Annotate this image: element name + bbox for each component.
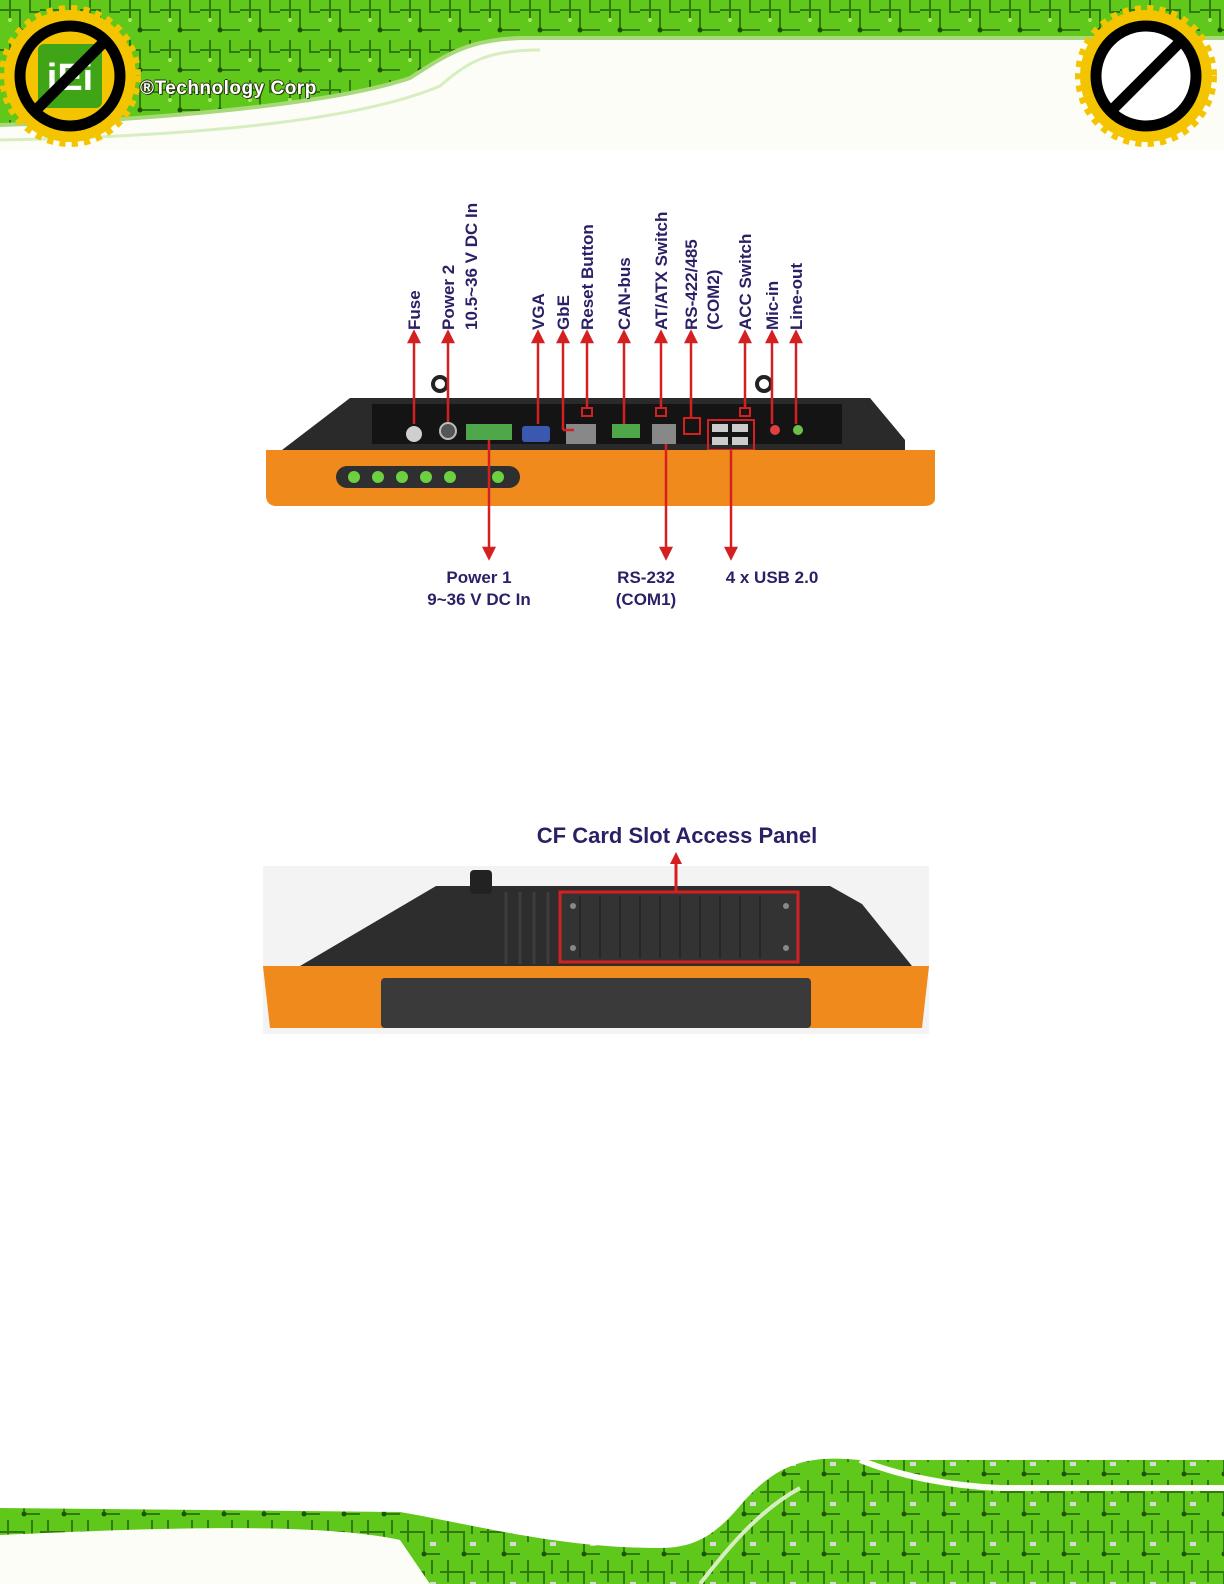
label-cf-card-slot-access-panel: CF Card Slot Access Panel <box>537 823 817 848</box>
side-grip <box>381 978 811 1028</box>
side-panel-figure: CF Card Slot Access Panel <box>0 0 1224 1060</box>
